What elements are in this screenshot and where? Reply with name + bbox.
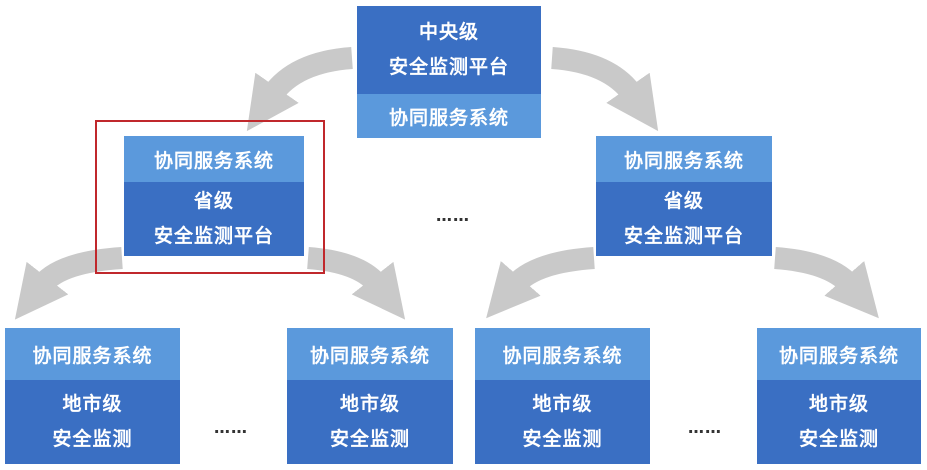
province-platform: 省级 安全监测平台 <box>596 182 772 256</box>
city-service: 协同服务系统 <box>287 328 453 380</box>
city-platform-label: 安全监测 <box>329 428 410 450</box>
ellipsis-province: …… <box>436 206 470 225</box>
province-service: 协同服务系统 <box>596 136 772 182</box>
province-service-label: 协同服务系统 <box>623 149 744 172</box>
province-service: 协同服务系统 <box>124 136 304 182</box>
central-service-label: 协同服务系统 <box>388 106 509 129</box>
ellipsis-city-right: …… <box>688 418 722 437</box>
province-platform-label: 安全监测平台 <box>153 225 274 247</box>
arrow-central-to-province-right <box>551 47 659 132</box>
city-service-label: 协同服务系统 <box>502 344 623 367</box>
city-platform-label: 安全监测 <box>522 428 603 450</box>
province-node-right: 协同服务系统 省级 安全监测平台 <box>596 136 772 256</box>
province-node-left: 协同服务系统 省级 安全监测平台 <box>124 136 304 256</box>
central-platform-label: 安全监测平台 <box>388 56 509 78</box>
province-platform: 省级 安全监测平台 <box>124 182 304 256</box>
city-service: 协同服务系统 <box>757 328 921 380</box>
ellipsis-city-left: …… <box>214 418 248 437</box>
city-service: 协同服务系统 <box>5 328 180 380</box>
city-platform-label: 安全监测 <box>798 428 879 450</box>
arrow-province-right-to-city-3 <box>486 247 595 319</box>
city-level-label: 地市级 <box>339 392 400 415</box>
central-platform: 中央级 安全监测平台 <box>357 6 541 94</box>
city-node-3: 协同服务系统 地市级 安全监测 <box>475 328 650 464</box>
city-service-label: 协同服务系统 <box>778 344 899 367</box>
arrow-province-right-to-city-4 <box>774 247 879 319</box>
central-service: 协同服务系统 <box>357 94 541 138</box>
city-node-1: 协同服务系统 地市级 安全监测 <box>5 328 180 464</box>
city-service: 协同服务系统 <box>475 328 650 380</box>
highlight-frame <box>95 120 325 274</box>
city-service-label: 协同服务系统 <box>309 344 430 367</box>
city-level-label: 地市级 <box>532 392 593 415</box>
city-platform: 地市级 安全监测 <box>475 380 650 464</box>
central-node: 中央级 安全监测平台 协同服务系统 <box>357 6 541 138</box>
city-level-label: 地市级 <box>808 392 869 415</box>
city-service-label: 协同服务系统 <box>32 344 153 367</box>
province-platform-label: 安全监测平台 <box>623 225 744 247</box>
arrow-province-left-to-city-1 <box>14 247 123 320</box>
city-level-label: 地市级 <box>62 392 123 415</box>
province-service-label: 协同服务系统 <box>153 149 274 172</box>
city-platform: 地市级 安全监测 <box>287 380 453 464</box>
province-level-label: 省级 <box>663 189 704 212</box>
city-platform-label: 安全监测 <box>52 428 133 450</box>
city-node-2: 协同服务系统 地市级 安全监测 <box>287 328 453 464</box>
central-level-label: 中央级 <box>418 20 479 43</box>
province-level-label: 省级 <box>193 189 234 212</box>
city-node-4: 协同服务系统 地市级 安全监测 <box>757 328 921 464</box>
city-platform: 地市级 安全监测 <box>5 380 180 464</box>
arrow-central-to-province-left <box>246 47 353 132</box>
arrow-province-left-to-city-2 <box>306 247 406 320</box>
city-platform: 地市级 安全监测 <box>757 380 921 464</box>
